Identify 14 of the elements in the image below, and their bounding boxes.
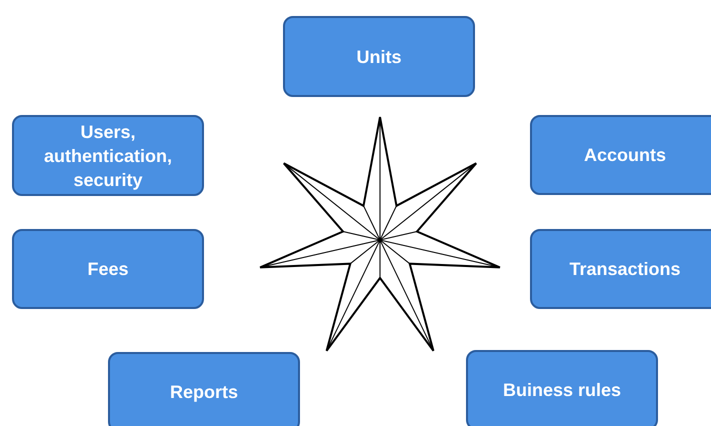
topic-box: [283, 16, 475, 97]
topic-label: Fees: [87, 258, 129, 281]
topic-label: Buiness rules: [502, 379, 622, 402]
topic-label: Units: [356, 46, 402, 68]
topic-box: [466, 350, 658, 426]
topic-label: Accounts: [584, 144, 666, 167]
topic-box: [530, 229, 711, 309]
topic-box: [12, 229, 204, 309]
topic-label: Users, authentication, security: [42, 120, 173, 192]
topic-box: [12, 115, 204, 196]
topic-label: Reports: [170, 381, 238, 404]
topic-box: [108, 352, 300, 426]
topic-box: [530, 115, 711, 195]
topic-label: Transactions: [569, 258, 681, 281]
